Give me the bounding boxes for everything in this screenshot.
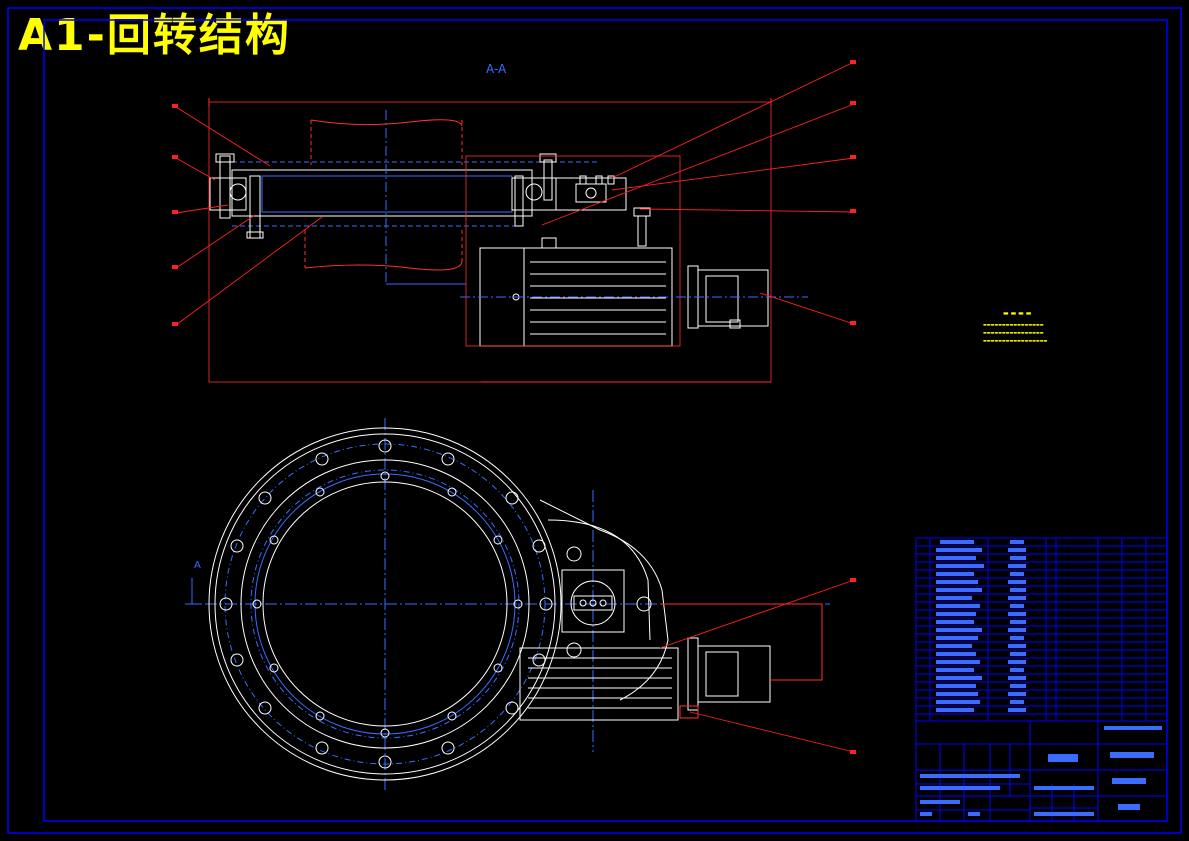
technical-requirements-title: ▬ ▬ ▬ ▬	[1003, 310, 1032, 317]
view-marker-label: A	[194, 560, 201, 571]
inner-border	[43, 19, 1168, 822]
leader-lines-bottom	[659, 579, 855, 753]
title-block-text-marks	[920, 726, 1162, 816]
leader-tags-top	[172, 60, 856, 326]
outer-border	[7, 7, 1182, 834]
section-label: A-A	[486, 62, 507, 76]
bolt-holes-outer	[219, 439, 553, 769]
leader-lines-top	[175, 61, 855, 326]
parts-list	[915, 537, 1168, 722]
technical-requirements-text: ▬▬▬▬▬▬▬▬▬▬▬▬▬▬▬▬▬▬▬▬▬▬▬▬▬▬▬▬▬▬▬▬▬▬▬▬▬▬▬▬…	[983, 322, 1048, 343]
title-block	[915, 720, 1168, 822]
section-view	[208, 98, 808, 383]
leader-tags-bottom	[850, 578, 856, 754]
parts-list-text-marks	[936, 540, 1026, 712]
drawing-title: A1-回转结构	[18, 10, 291, 61]
plan-view	[185, 418, 830, 790]
bolt-holes-inner	[252, 471, 523, 738]
